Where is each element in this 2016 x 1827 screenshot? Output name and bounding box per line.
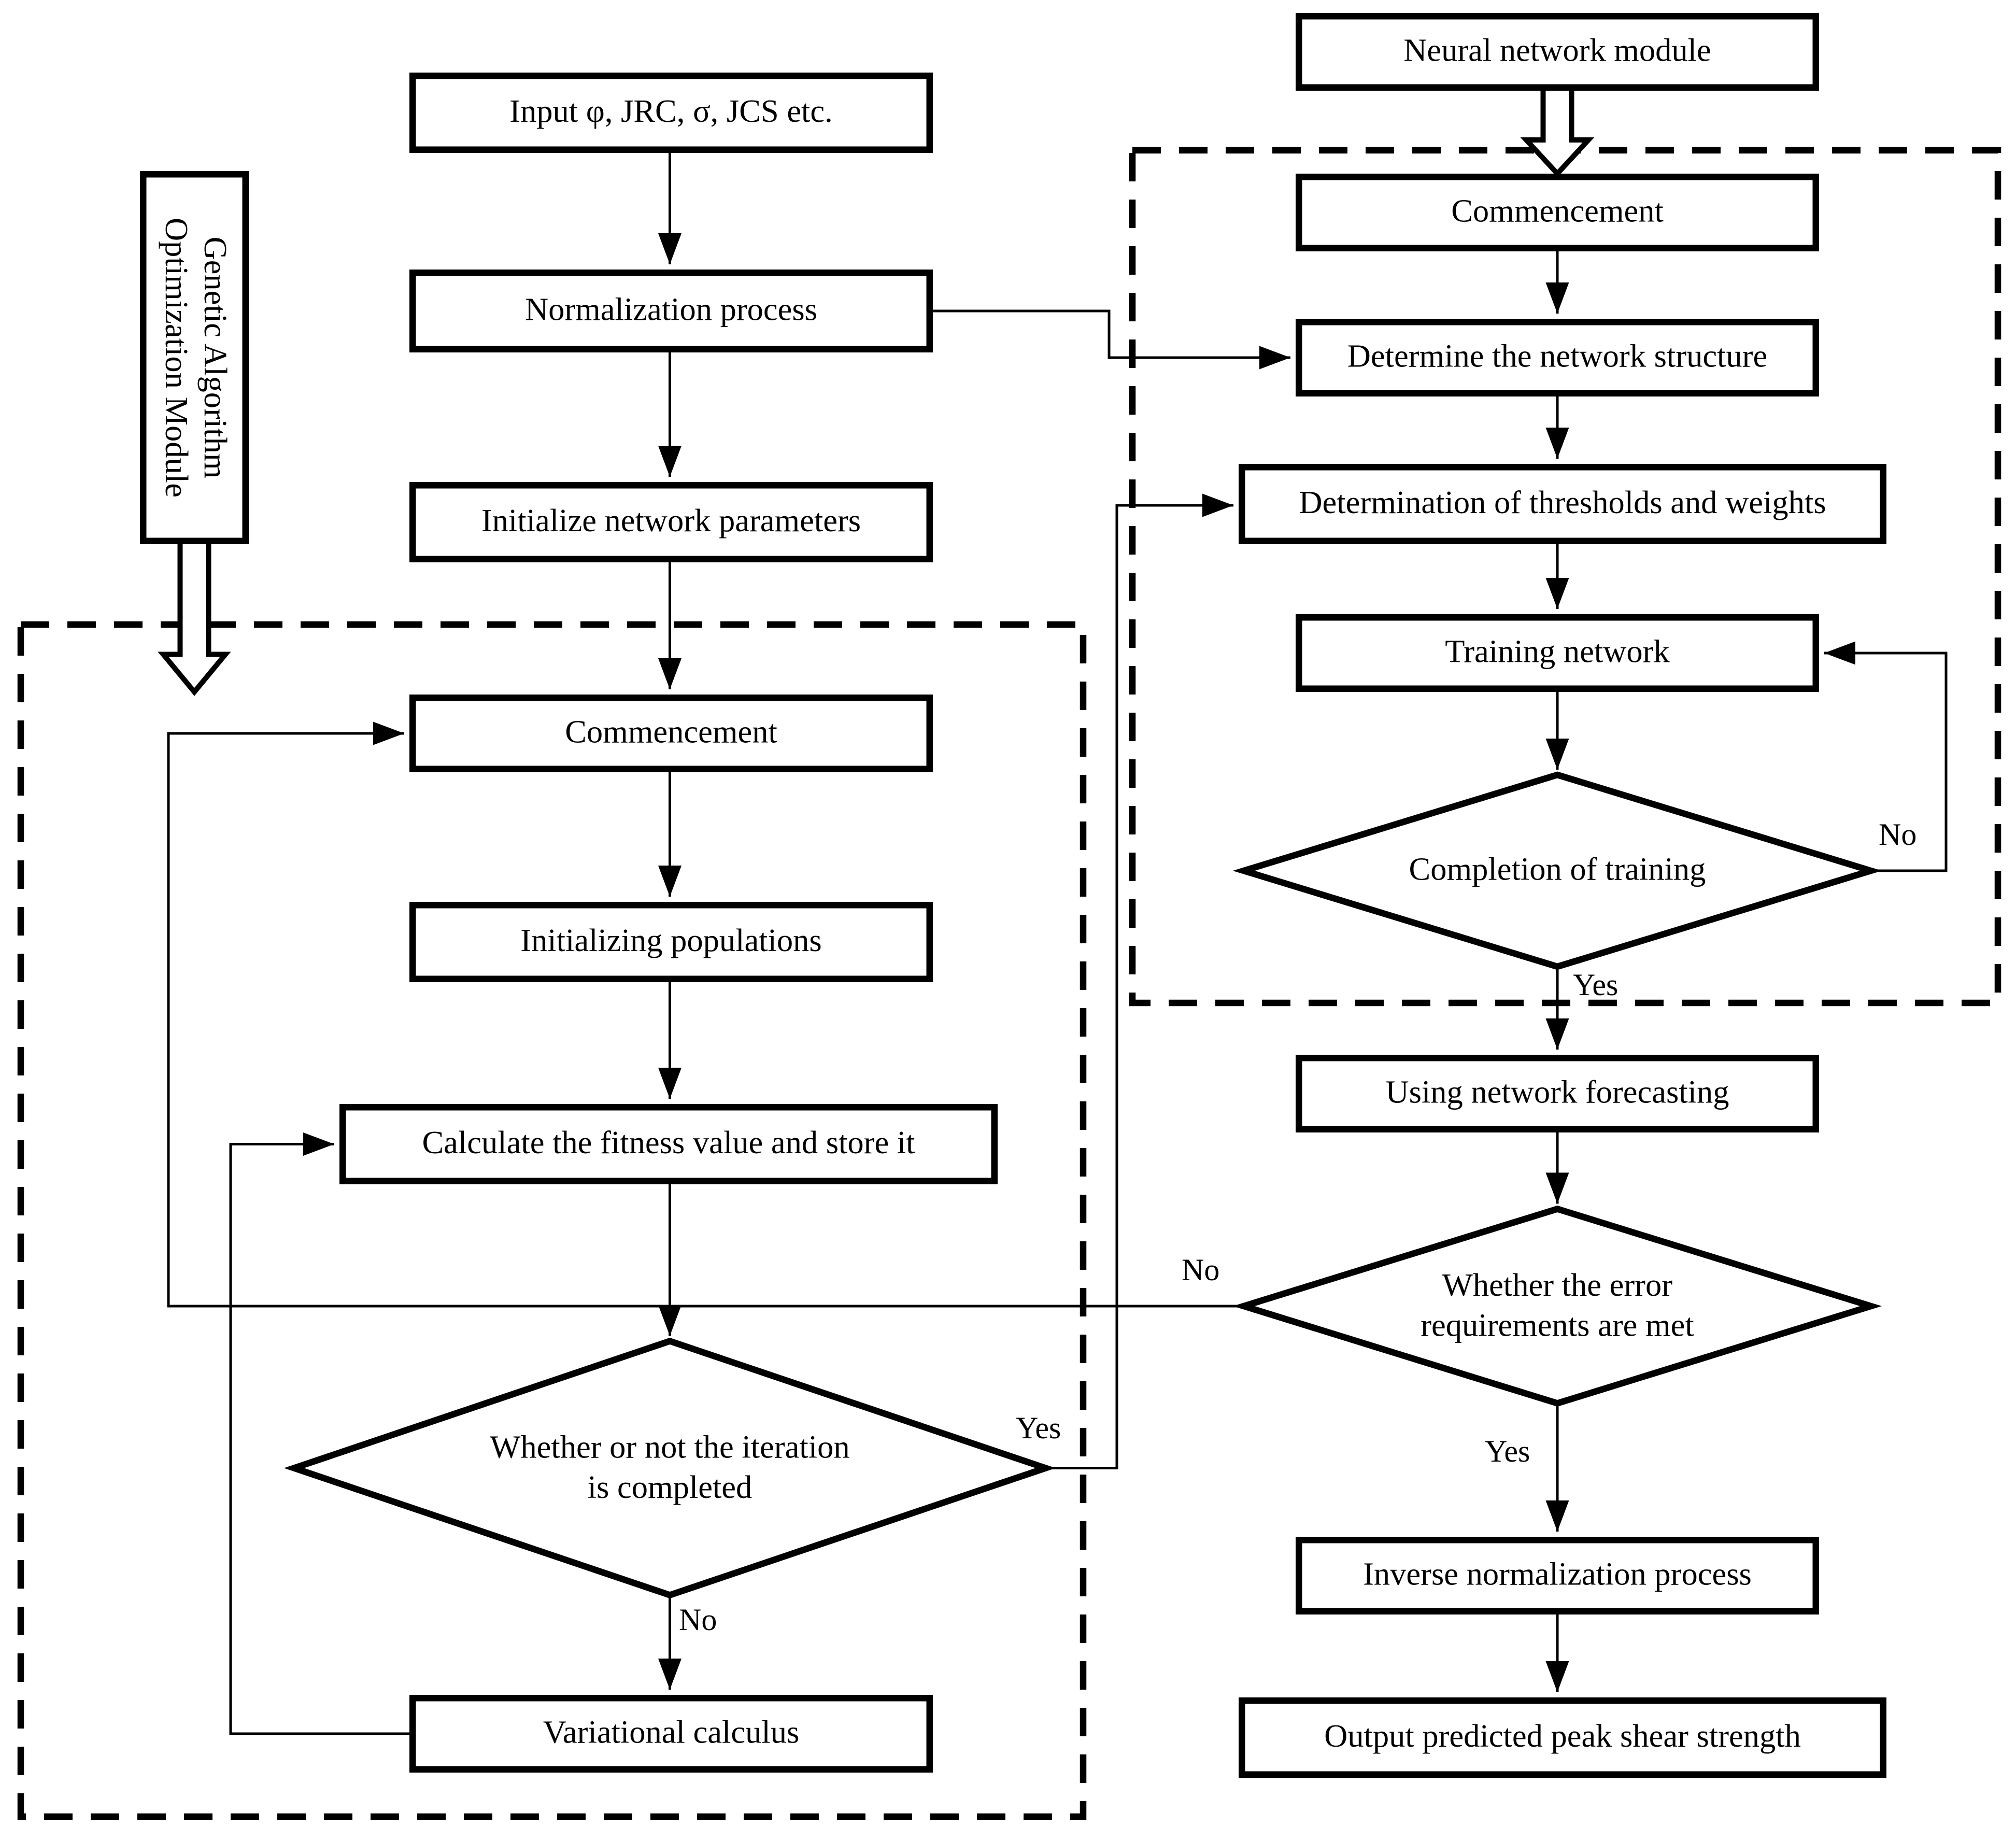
label-completion-yes: Yes	[1573, 969, 1619, 1003]
ga-module-title-box: Genetic Algorithm Optimization Module	[140, 171, 249, 544]
completion-decision-label: Completion of training	[1409, 853, 1706, 888]
label-iteration-no: No	[679, 1604, 717, 1638]
label-error-no: No	[1182, 1254, 1220, 1288]
label-error-yes: Yes	[1485, 1436, 1530, 1469]
ga-module-hollow-arrow	[158, 539, 231, 696]
edge-error-no-loop-to-ga-commencement	[167, 721, 1244, 1308]
node-ga-commencement: Commencement	[409, 695, 933, 772]
iteration-decision-diamond	[283, 1337, 1056, 1599]
label-completion-no: No	[1879, 819, 1917, 853]
node-determine-structure: Determine the network structure	[1296, 319, 1819, 396]
node-network-forecasting: Using network forecasting	[1296, 1055, 1819, 1132]
edge-variational-loop-to-fitness	[229, 1132, 409, 1735]
node-normalization: Normalization process	[409, 270, 933, 352]
node-nn-commencement: Commencement	[1296, 174, 1819, 251]
node-determine-thresholds: Determination of thresholds and weights	[1239, 464, 1886, 544]
iteration-decision-label: Whether or not the iteration is complete…	[490, 1430, 850, 1506]
edge-normalization-to-structure	[933, 309, 1290, 370]
error-decision-label: Whether the error requirements are met	[1421, 1268, 1694, 1344]
node-inverse-normalization: Inverse normalization process	[1296, 1537, 1819, 1614]
node-output-result: Output predicted peak shear strength	[1239, 1697, 1886, 1778]
node-calculate-fitness: Calculate the fitness value and store it	[339, 1104, 998, 1184]
completion-decision-diamond	[1232, 771, 1882, 970]
ga-module-title: Genetic Algorithm Optimization Module	[158, 218, 232, 498]
node-input: Input φ, JRC, σ, JCS etc.	[409, 73, 933, 153]
node-variational-calculus: Variational calculus	[409, 1695, 933, 1773]
nn-module-hollow-arrow	[1520, 86, 1595, 178]
ga-module-dashed-region	[17, 621, 1087, 1820]
node-training-network: Training network	[1296, 614, 1819, 692]
node-nn-module-title: Neural network module	[1296, 13, 1819, 91]
node-initializing-populations: Initializing populations	[409, 902, 933, 982]
edge-completion-no-loop-to-training	[1824, 641, 1948, 872]
label-iteration-yes: Yes	[1016, 1412, 1061, 1446]
node-initialize-parameters: Initialize network parameters	[409, 482, 933, 562]
error-decision-diamond	[1232, 1205, 1882, 1407]
edge-iteration-yes-to-thresholds	[1045, 493, 1233, 1469]
